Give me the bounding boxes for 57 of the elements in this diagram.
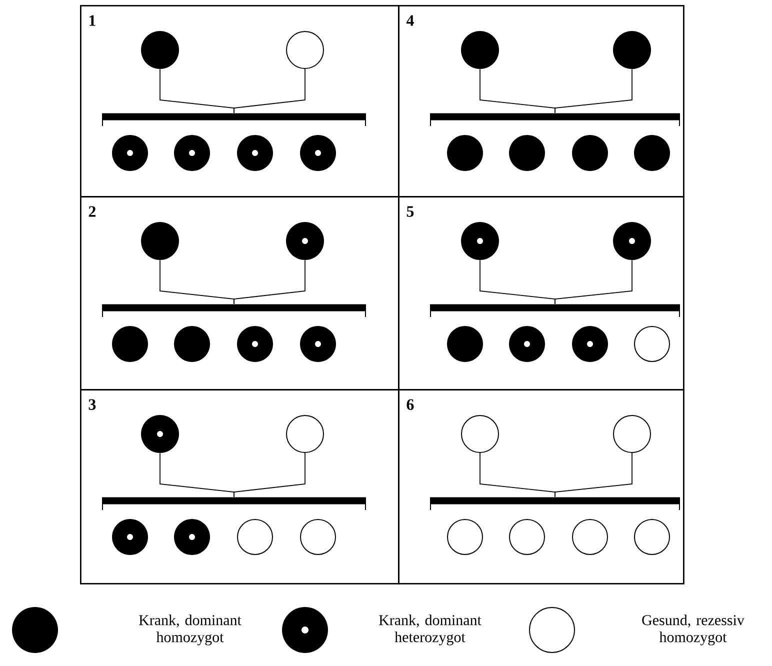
parent-circle bbox=[286, 31, 324, 69]
offspring-circle bbox=[112, 135, 148, 171]
bracket-line bbox=[554, 260, 632, 304]
parent-circle bbox=[141, 31, 179, 69]
bracket-line bbox=[554, 68, 632, 114]
bracket-line bbox=[234, 68, 306, 114]
bracket-line bbox=[234, 260, 306, 304]
offspring-circle bbox=[174, 326, 210, 362]
offspring-circle bbox=[237, 135, 273, 171]
legend-text: Krank, dominant homozygot bbox=[139, 614, 242, 646]
offspring-circle bbox=[300, 326, 336, 362]
panel: 5 bbox=[398, 196, 684, 390]
offspring-circle bbox=[634, 135, 670, 171]
offspring-circle bbox=[174, 519, 210, 555]
bar bbox=[102, 304, 366, 318]
offspring-circle bbox=[174, 135, 210, 171]
offspring-circle bbox=[237, 519, 273, 555]
parent-circle bbox=[461, 222, 499, 260]
bar bbox=[430, 113, 680, 126]
parent-circle bbox=[461, 31, 499, 69]
offspring-circle bbox=[112, 326, 148, 362]
offspring-circle bbox=[509, 135, 545, 171]
parent-circle bbox=[141, 415, 179, 453]
legend-text: Gesund, rezessiv homozygot bbox=[642, 614, 744, 646]
parent-circle bbox=[613, 222, 651, 260]
panel: 2 bbox=[80, 196, 400, 390]
parent-circle bbox=[286, 415, 324, 453]
parent-circle bbox=[286, 222, 324, 260]
offspring-circle bbox=[572, 519, 608, 555]
offspring-circle bbox=[300, 135, 336, 171]
panel: 6 bbox=[398, 389, 684, 584]
panel: 3 bbox=[80, 389, 400, 584]
parent-circle bbox=[613, 415, 651, 453]
bracket-line bbox=[554, 452, 632, 498]
offspring-circle bbox=[572, 135, 608, 171]
bracket-line bbox=[234, 452, 306, 498]
bar bbox=[430, 304, 680, 318]
offspring-circle bbox=[112, 519, 148, 555]
offspring-circle bbox=[447, 519, 483, 555]
panel: 1 bbox=[80, 5, 400, 198]
parent-circle bbox=[141, 222, 179, 260]
offspring-circle bbox=[509, 326, 545, 362]
offspring-circle bbox=[447, 135, 483, 171]
offspring-circle bbox=[447, 326, 483, 362]
offspring-circle bbox=[300, 519, 336, 555]
bar bbox=[102, 113, 366, 126]
offspring-circle bbox=[634, 326, 670, 362]
offspring-circle bbox=[509, 519, 545, 555]
offspring-circle bbox=[237, 326, 273, 362]
parent-circle bbox=[613, 31, 651, 69]
bar bbox=[102, 497, 366, 510]
bar bbox=[430, 497, 680, 510]
offspring-circle bbox=[634, 519, 670, 555]
legend-text: Krank, dominant heterozygot bbox=[379, 614, 482, 646]
offspring-circle bbox=[572, 326, 608, 362]
panel: 4 bbox=[398, 5, 684, 198]
parent-circle bbox=[461, 415, 499, 453]
